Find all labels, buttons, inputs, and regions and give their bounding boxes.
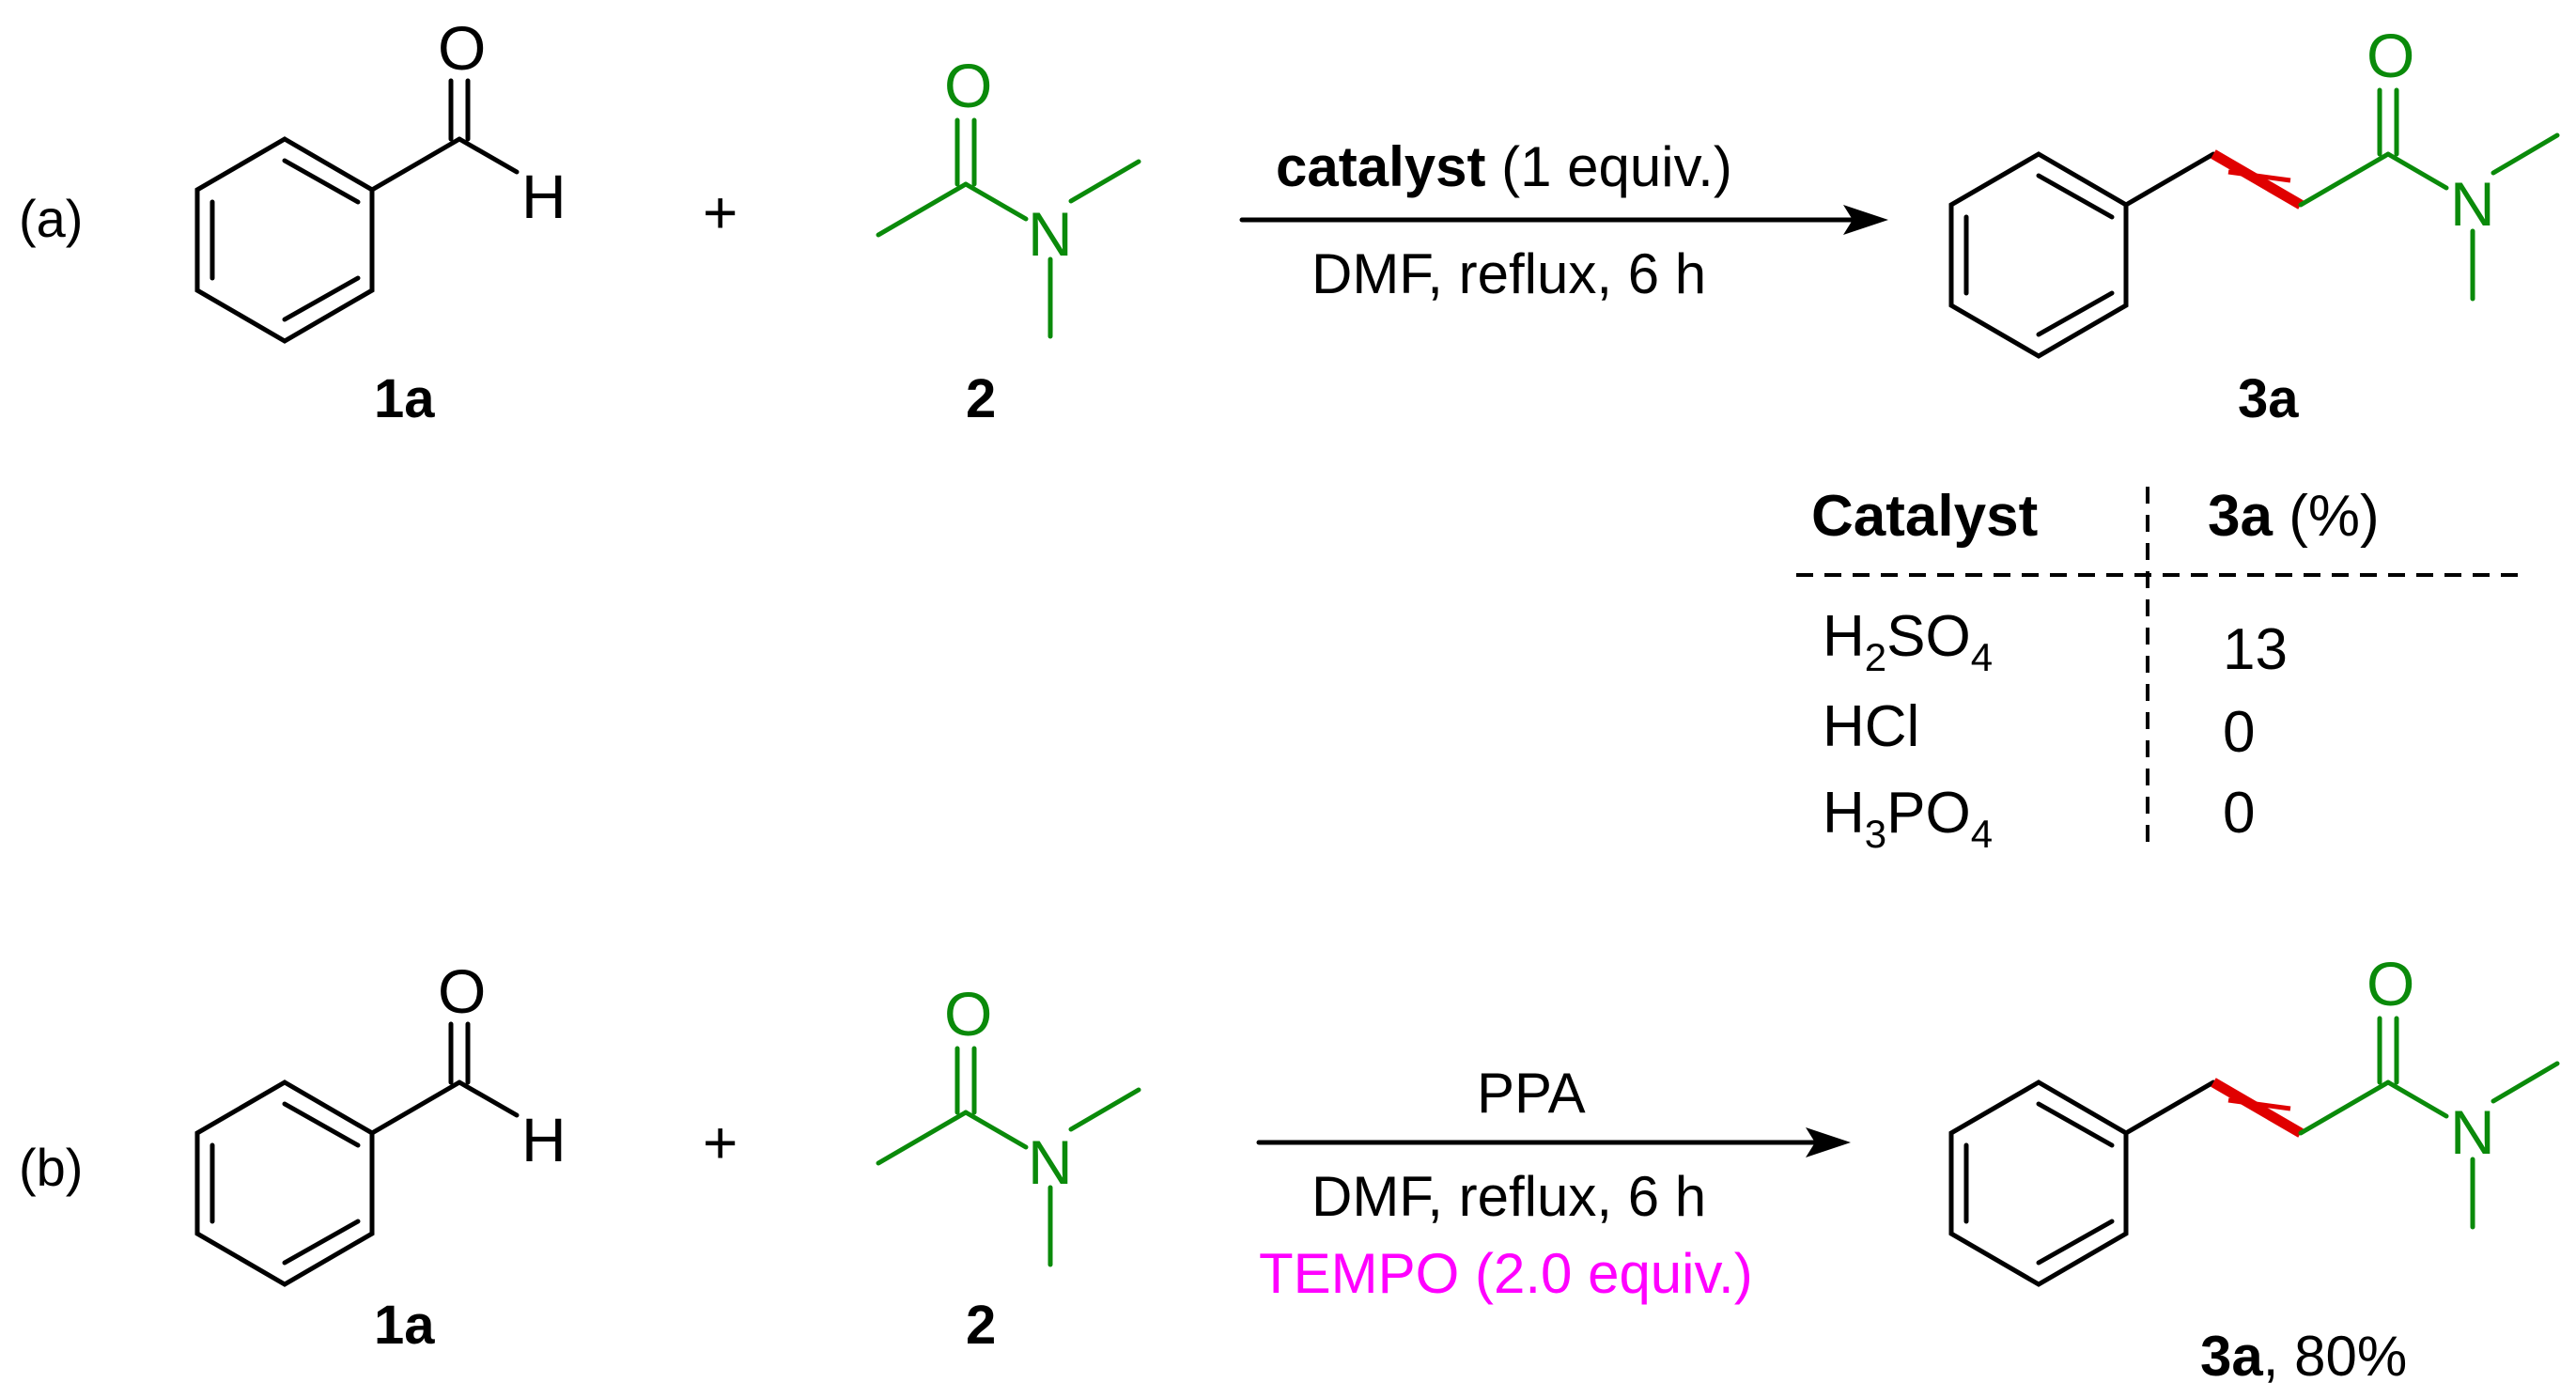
atom-hydrogen: H [521, 162, 566, 231]
atom-oxygen: O [944, 51, 992, 120]
reaction-condition-solvent: DMF, reflux, 6 h [1311, 1165, 1706, 1228]
compound-1a-label: 1a [374, 1295, 435, 1356]
dma-structure-a: O N [876, 51, 1141, 339]
reaction-arrow-b [1256, 1127, 1851, 1157]
reaction-condition-reagent: PPA [1477, 1062, 1586, 1125]
atom-oxygen: O [438, 13, 486, 83]
compound-2-label: 2 [966, 368, 996, 429]
atom-oxygen: O [438, 956, 486, 1026]
reaction-condition-solvent: DMF, reflux, 6 h [1311, 242, 1706, 305]
benzaldehyde-structure-a: O H [194, 13, 566, 344]
cinnamamide-structure-a: O N [1948, 21, 2560, 359]
atom-oxygen: O [2367, 949, 2414, 1018]
product-yield-label: 3a, 80% [2200, 1325, 2407, 1388]
table-row-yield: 0 [2223, 781, 2255, 846]
panel-a: (a) O H 1a + O N 2 [19, 13, 2560, 856]
panel-a-label: (a) [19, 189, 83, 248]
compound-3a-label: 3a [2238, 368, 2299, 429]
benzaldehyde-structure-b: O H [194, 956, 566, 1287]
atom-hydrogen: H [521, 1105, 566, 1174]
atom-nitrogen: N [1028, 1127, 1073, 1197]
atom-nitrogen: N [2450, 169, 2495, 239]
plus-sign: + [703, 179, 737, 246]
atom-nitrogen: N [1028, 199, 1073, 269]
reaction-arrow-a [1239, 205, 1888, 235]
atom-oxygen: O [944, 979, 992, 1048]
panel-b: (b) O H 1a + O N 2 [19, 949, 2560, 1388]
panel-b-label: (b) [19, 1138, 83, 1197]
table-row-catalyst: H2SO4 [1823, 604, 1993, 679]
reaction-condition-tempo: TEMPO (2.0 equiv.) [1259, 1242, 1753, 1305]
catalyst-table: Catalyst 3a (%) H2SO4 13 HCl 0 H3PO4 0 [1796, 484, 2518, 856]
atom-nitrogen: N [2450, 1097, 2495, 1167]
dma-structure-b: O N [876, 979, 1141, 1267]
cinnamamide-structure-b: O N [1948, 949, 2560, 1287]
table-header-catalyst: Catalyst [1811, 484, 2038, 549]
plus-sign: + [703, 1109, 737, 1176]
compound-2-label: 2 [966, 1295, 996, 1356]
atom-oxygen: O [2367, 21, 2414, 90]
compound-1a-label: 1a [374, 368, 435, 429]
table-header-yield: 3a (%) [2208, 484, 2380, 549]
table-row-yield: 13 [2223, 617, 2288, 682]
table-row-catalyst: H3PO4 [1823, 781, 1993, 856]
table-row-catalyst: HCl [1823, 694, 1919, 759]
reaction-condition-catalyst: catalyst (1 equiv.) [1276, 135, 1732, 198]
table-row-yield: 0 [2223, 700, 2255, 765]
